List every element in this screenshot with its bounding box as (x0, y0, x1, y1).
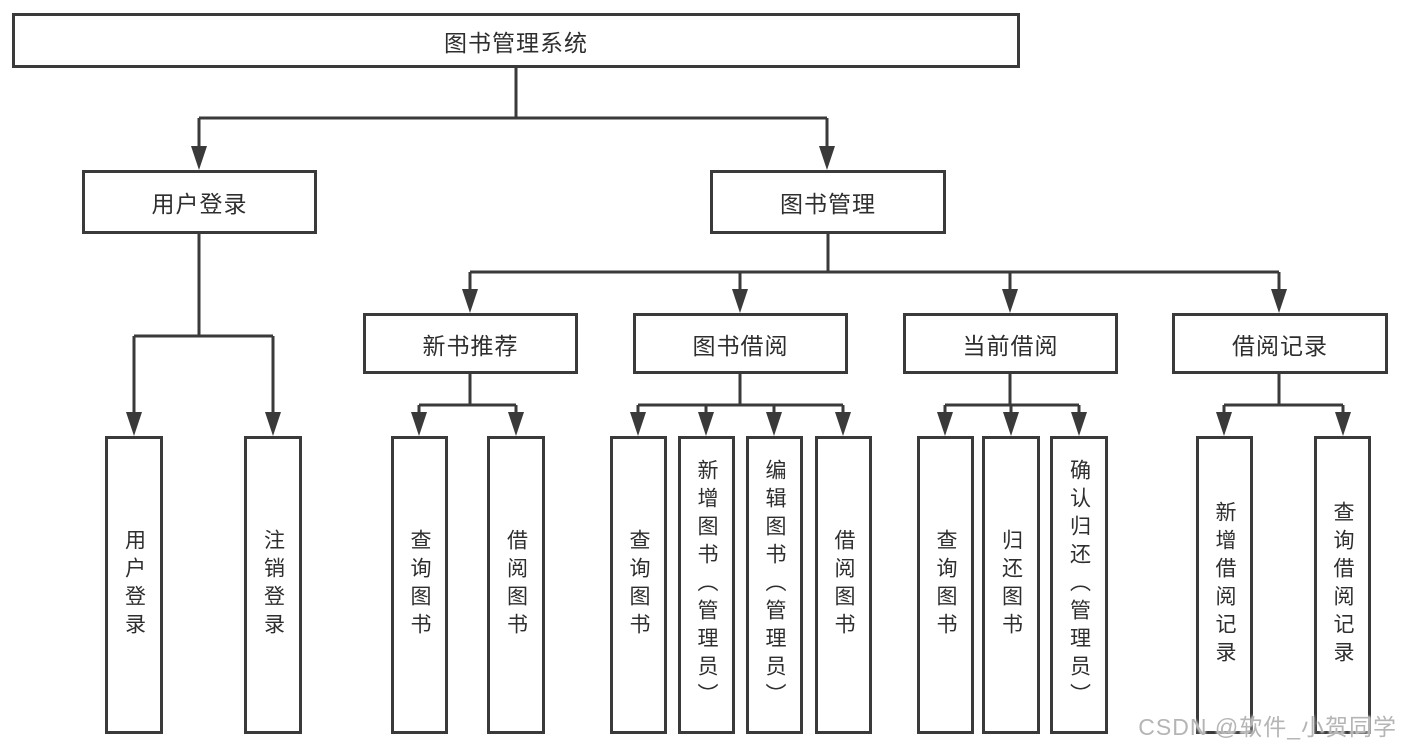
arrow-down-icon (766, 412, 782, 436)
leaf-query-books-current: 查询图书 (917, 436, 974, 734)
leaf-add-book-admin: 新增图书（管理员） (678, 436, 735, 734)
node-user-login: 用户登录 (82, 170, 317, 234)
leaf-label: 查询图书 (934, 529, 957, 641)
arrow-down-icon (126, 412, 142, 436)
leaf-confirm-return-admin: 确认归还（管理员） (1050, 436, 1108, 734)
arrow-down-icon (1002, 289, 1018, 313)
arrow-down-icon (1216, 412, 1232, 436)
arrow-down-icon (191, 146, 207, 170)
arrowheads (126, 146, 1351, 436)
leaf-label: 查询图书 (627, 529, 650, 641)
arrow-down-icon (732, 289, 748, 313)
arrow-down-icon (1271, 289, 1287, 313)
node-borrowing-records: 借阅记录 (1172, 313, 1388, 374)
leaf-label: 确认归还（管理员） (1067, 459, 1091, 711)
leaf-label: 新增图书（管理员） (695, 459, 718, 711)
leaf-query-borrow-record: 查询借阅记录 (1314, 436, 1371, 734)
arrow-down-icon (462, 289, 478, 313)
node-book-borrowing: 图书借阅 (633, 313, 848, 374)
node-label: 图书借阅 (692, 332, 789, 359)
leaf-logout: 注销登录 (244, 436, 302, 734)
node-current-borrowing: 当前借阅 (903, 313, 1118, 374)
leaf-borrow-books-recommend: 借阅图书 (487, 436, 545, 734)
leaf-label: 用户登录 (122, 529, 146, 641)
leaf-query-books-recommend: 查询图书 (391, 436, 448, 734)
leaf-label: 归还图书 (999, 529, 1023, 641)
leaf-add-borrow-record: 新增借阅记录 (1196, 436, 1253, 734)
arrow-down-icon (265, 412, 281, 436)
node-label: 借阅记录 (1232, 332, 1328, 359)
arrow-down-icon (1003, 412, 1019, 436)
node-library-management-system: 图书管理系统 (12, 13, 1020, 68)
leaf-borrow-books-borrowing: 借阅图书 (815, 436, 872, 734)
leaf-return-books: 归还图书 (982, 436, 1040, 734)
leaf-label: 编辑图书（管理员） (763, 459, 786, 711)
leaf-edit-book-admin: 编辑图书（管理员） (746, 436, 803, 734)
arrow-down-icon (698, 412, 714, 436)
leaf-user-login: 用户登录 (105, 436, 163, 734)
node-label: 新书推荐 (422, 332, 519, 359)
watermark: CSDN @软件_小贺同学 (1138, 714, 1397, 740)
leaf-label: 借阅图书 (832, 529, 855, 641)
arrow-down-icon (1071, 412, 1087, 436)
arrow-down-icon (937, 412, 953, 436)
arrow-down-icon (630, 412, 646, 436)
node-label: 图书管理系统 (444, 29, 588, 56)
leaf-label: 注销登录 (261, 529, 285, 641)
arrow-down-icon (411, 412, 427, 436)
leaf-label: 查询借阅记录 (1331, 501, 1354, 669)
arrow-down-icon (508, 412, 524, 436)
arrow-down-icon (835, 412, 851, 436)
leaf-label: 查询图书 (408, 529, 431, 641)
arrow-down-icon (1335, 412, 1351, 436)
node-label: 当前借阅 (962, 332, 1059, 359)
leaf-query-books-borrowing: 查询图书 (610, 436, 667, 734)
node-label: 图书管理 (780, 191, 876, 217)
connector-path (132, 68, 1345, 416)
node-book-management: 图书管理 (710, 170, 946, 234)
node-label: 用户登录 (151, 191, 248, 217)
leaf-label: 新增借阅记录 (1213, 501, 1236, 669)
arrow-down-icon (819, 146, 835, 170)
node-new-book-recommendation: 新书推荐 (363, 313, 578, 374)
leaf-label: 借阅图书 (504, 529, 528, 641)
